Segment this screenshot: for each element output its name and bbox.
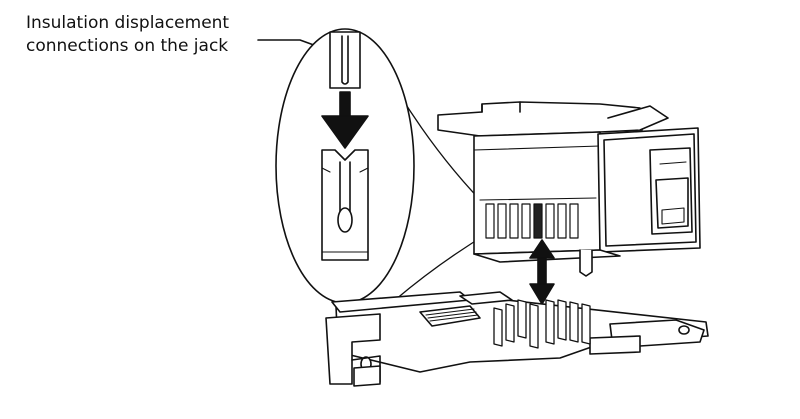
jack-housing [437,101,701,277]
callout-caption: Insulation displacement connections on t… [26,12,286,58]
caption-line-1: Insulation displacement [26,13,230,33]
board-contact-pins [493,299,591,349]
wire-detail [329,31,361,89]
down-arrow-icon [321,91,369,149]
double-headed-arrow-icon [529,239,555,305]
caption-line-2: connections on the jack [26,36,229,56]
base-board [325,291,709,387]
jack-idc-contacts [485,203,579,239]
idc-contact-blade [321,149,369,261]
